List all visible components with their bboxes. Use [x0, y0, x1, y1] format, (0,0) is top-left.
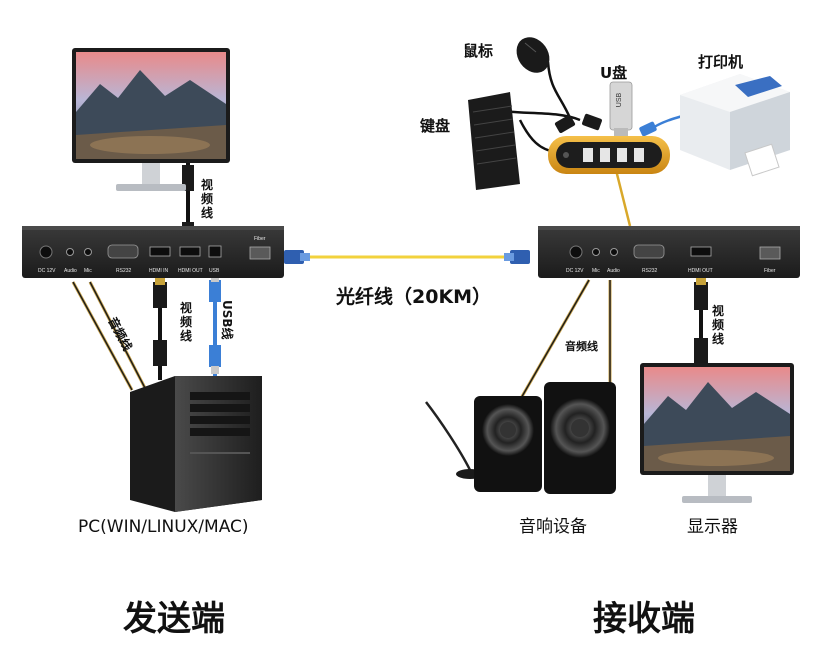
receiver-device — [538, 226, 800, 278]
receiver-port-mic: Mic — [592, 268, 600, 274]
pc-label: PC(WIN/LINUX/MAC) — [78, 517, 249, 537]
sender-port-fiber: Fiber — [254, 236, 266, 242]
receiver-audio-cable-label: 音频线 — [565, 339, 598, 353]
keyboard-label: 键盘 — [419, 117, 450, 135]
usb-drive-text: USB — [616, 92, 623, 107]
sender-video-cable-label: 视频线 — [201, 177, 213, 220]
receiver-port-dc: DC 12V — [566, 268, 584, 274]
receiver-audio-cables — [518, 279, 612, 401]
receiver-port-audio: Audio — [607, 268, 620, 274]
sender-port-mic: Mic — [84, 268, 92, 274]
sender-port-rs232: RS232 — [116, 268, 132, 274]
receiver-video-cable-label: 视频线 — [712, 303, 724, 346]
sender-port-dc: DC 12V — [38, 268, 56, 274]
sender-monitor — [72, 48, 230, 191]
fiber-cable — [284, 250, 530, 264]
speaker-label: 音响设备 — [519, 517, 587, 537]
fiber-cable-label: 光纤线（20KM） — [335, 285, 491, 308]
receiver-port-rs232: RS232 — [642, 268, 658, 274]
sender-port-usb: USB — [209, 268, 220, 274]
receiver-port-hdmi-out: HDMI OUT — [688, 268, 713, 274]
sender-port-audio: Audio — [64, 268, 77, 274]
sender-audio-cables — [71, 281, 147, 391]
monitor-label: 显示器 — [687, 517, 738, 537]
sender-usb-cable-label: USB线 — [220, 300, 235, 340]
sender-usb-cable — [209, 276, 221, 380]
receiver-monitor — [640, 363, 794, 503]
pc-tower — [130, 376, 262, 512]
sender-title: 发送端 — [123, 599, 225, 639]
keyboard — [468, 92, 520, 190]
printer — [680, 74, 790, 177]
printer-label: 打印机 — [698, 53, 743, 71]
sender-device — [22, 226, 284, 278]
mouse — [516, 37, 550, 73]
sender-video-cable-label-2: 视频线 — [180, 300, 192, 343]
receiver-title: 接收端 — [593, 599, 695, 639]
sender-port-hdmi-in: HDMI IN — [149, 268, 169, 274]
udisk-label: U盘 — [600, 64, 627, 82]
receiver-port-fiber: Fiber — [764, 268, 776, 274]
usb-hub — [548, 136, 670, 174]
usb-drive — [609, 81, 633, 140]
sender-port-hdmi-out: HDMI OUT — [178, 268, 203, 274]
speaker-system — [425, 382, 616, 494]
mouse-label: 鼠标 — [463, 42, 493, 60]
sender-hdmi-in-cable — [153, 278, 167, 380]
